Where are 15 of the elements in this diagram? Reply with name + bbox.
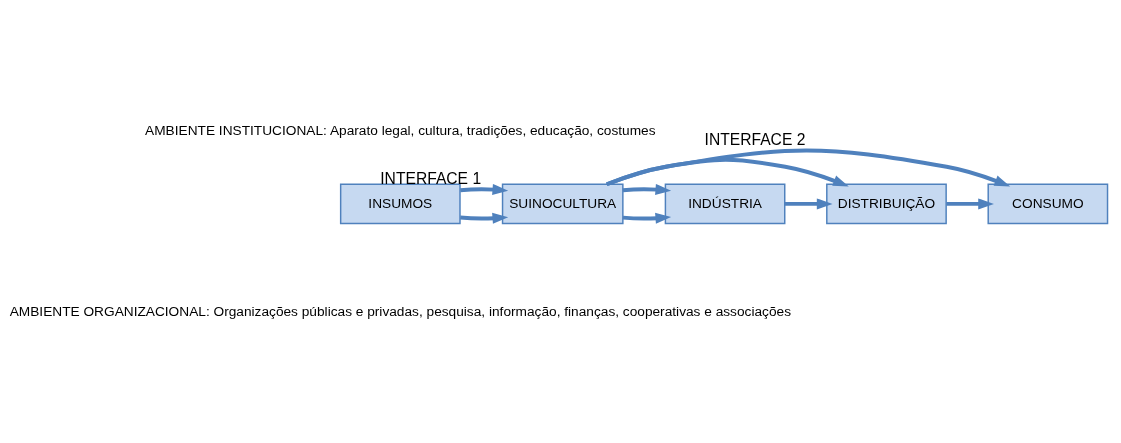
arrow — [606, 148, 1011, 186]
arrow — [622, 212, 672, 224]
node-box: INSUMOS — [339, 183, 461, 224]
arrow — [622, 183, 672, 195]
edge-label: INTERFACE 2 — [704, 130, 806, 148]
arrow — [784, 197, 833, 209]
node-box: INDÚSTRIA — [664, 183, 786, 224]
node-box: CONSUMO — [987, 183, 1109, 224]
node-box: DISTRIBUIÇÃO — [826, 183, 947, 224]
label: AMBIENTE INSTITUCIONAL: Aparato legal, cultura, tradições, educação, costumes — [145, 122, 656, 138]
node-box: SUINOCULTURA — [501, 183, 624, 224]
arrow — [460, 212, 509, 224]
label: AMBIENTE ORGANIZACIONAL: Organizações públicas e privadas, pesquisa, informação, finanças, cooperativas e associações — [9, 303, 791, 319]
arrow — [460, 183, 509, 195]
arrow — [946, 197, 994, 209]
